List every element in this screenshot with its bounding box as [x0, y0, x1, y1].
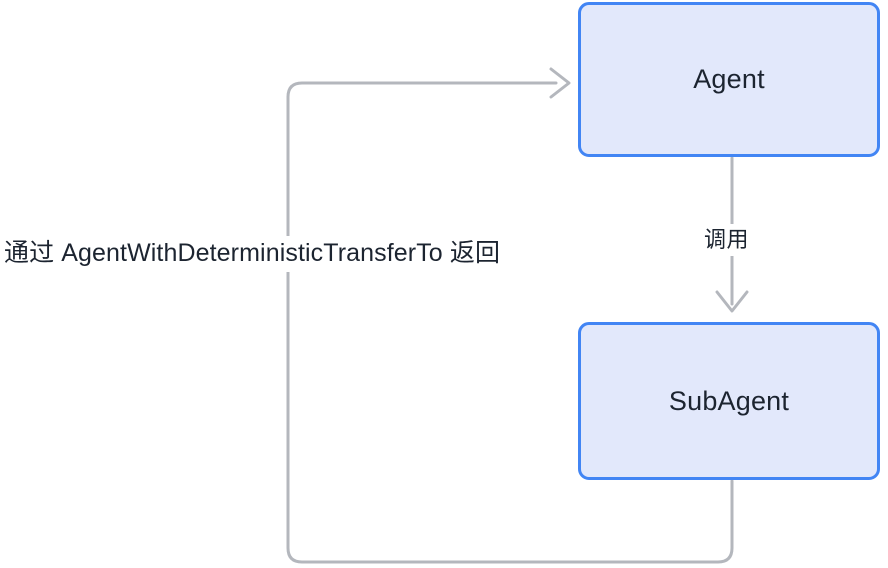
chevron-right-icon [549, 67, 571, 99]
node-subagent[interactable]: SubAgent [578, 322, 880, 480]
edge-label-return: 通过 AgentWithDeterministicTransferTo 返回 [0, 236, 507, 272]
node-subagent-label: SubAgent [668, 385, 790, 416]
chevron-down-icon [715, 290, 749, 313]
node-agent-label: Agent [693, 64, 765, 94]
edge-return-line [286, 81, 734, 564]
node-agent[interactable]: Agent [578, 2, 880, 157]
edge-label-call: 调用 [697, 224, 757, 257]
